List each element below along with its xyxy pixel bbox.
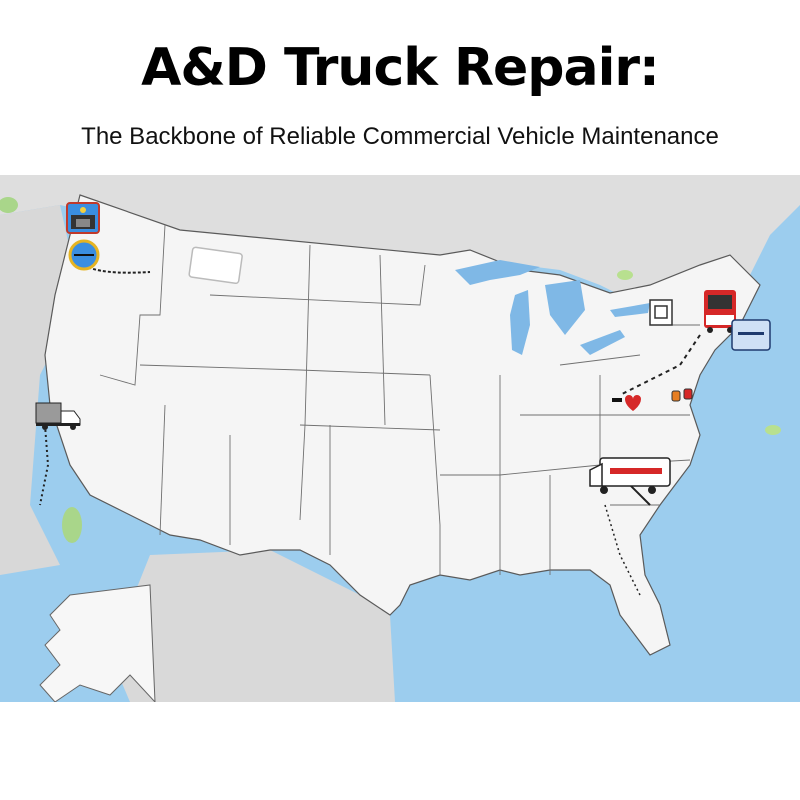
orange-pin-icon[interactable]: [671, 388, 693, 402]
lake-huron: [545, 280, 585, 335]
service-truck-icon[interactable]: [589, 457, 671, 494]
lake-michigan: [510, 290, 530, 355]
route-northeast: [619, 334, 701, 396]
route-pin-icon[interactable]: [612, 398, 622, 402]
toolbox-icon[interactable]: [66, 202, 100, 234]
truck-icon[interactable]: [35, 402, 81, 430]
fire-truck-icon[interactable]: [704, 290, 736, 333]
lake-erie: [580, 330, 625, 355]
bottom-whitespace: [0, 702, 800, 800]
callout-icon[interactable]: [731, 319, 771, 351]
green-patch: [617, 270, 633, 280]
canada-land: [0, 175, 800, 325]
page-title: A&D Truck Repair:: [141, 38, 660, 98]
lake-ontario: [610, 303, 650, 317]
route-west-coast: [39, 424, 50, 506]
green-patch: [0, 197, 18, 213]
great-lakes: [455, 260, 540, 285]
compass-icon[interactable]: [68, 239, 100, 271]
us-map[interactable]: [0, 175, 800, 704]
mexico-land: [110, 550, 395, 702]
route-pacific-northwest: [83, 264, 151, 274]
green-patch: [765, 425, 781, 435]
page-subtitle: The Backbone of Reliable Commercial Vehi…: [81, 123, 719, 150]
shop-icon[interactable]: [649, 299, 673, 326]
trailer-icon[interactable]: [188, 246, 243, 285]
green-patch: [62, 507, 82, 543]
heart-pin-icon[interactable]: [625, 395, 641, 411]
